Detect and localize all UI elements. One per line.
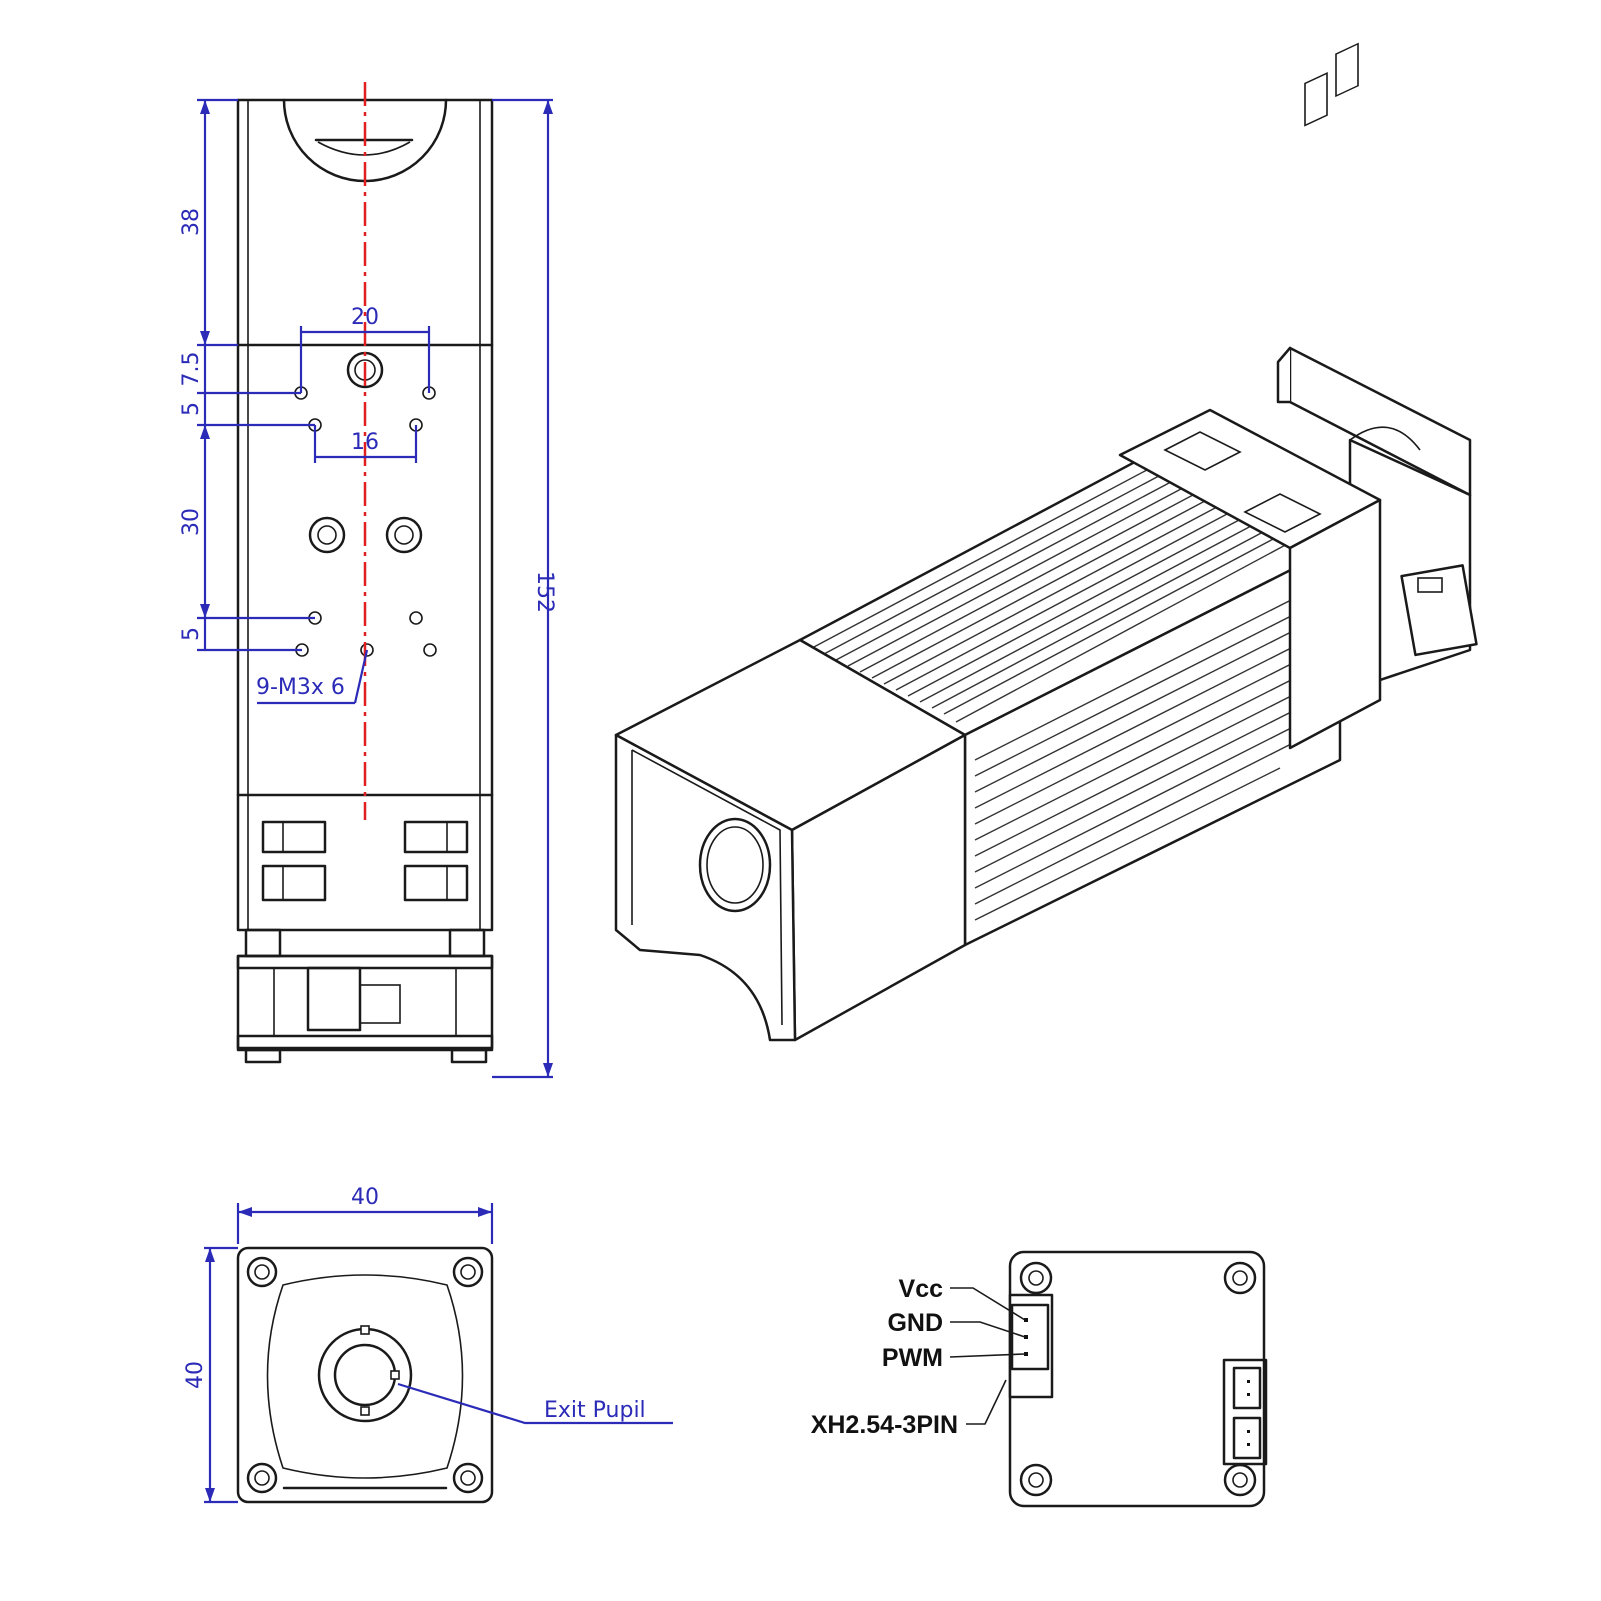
- pin-label-gnd: GND: [887, 1309, 943, 1337]
- dim-30: 30: [179, 508, 204, 536]
- hole-callout: 9-M3x 6: [256, 675, 345, 700]
- dim-height-40: 40: [183, 1361, 208, 1389]
- dim-5-top: 5: [179, 402, 204, 416]
- connector-type-label: XH2.54-3PIN: [811, 1411, 958, 1439]
- xh-connector: [1008, 1293, 1054, 1399]
- dim-width-40: 40: [351, 1185, 379, 1210]
- front-view: 152 38 7.5 5 30 5 20: [179, 82, 557, 1079]
- isometric-view: [614, 42, 1478, 1042]
- pin-label-pwm: PWM: [882, 1344, 943, 1372]
- dim-16: 16: [351, 430, 379, 455]
- pin-label-vcc: Vcc: [899, 1275, 944, 1303]
- end-view-screws: [246, 1256, 484, 1494]
- dim-38: 38: [179, 208, 204, 236]
- iso-lens-housing: [614, 638, 967, 1042]
- board-screws: [1019, 1261, 1257, 1497]
- exit-pupil-label: Exit Pupil: [544, 1398, 646, 1423]
- side-connectors: [1222, 1358, 1268, 1466]
- exit-pupil-lens: [317, 1325, 413, 1423]
- dim-7-5: 7.5: [179, 352, 204, 387]
- end-view-outline: [236, 1246, 494, 1504]
- connector-view: Vcc GND PWM XH2.54-3PIN: [811, 1250, 1268, 1508]
- end-view: 40 40 Exit Pupil: [183, 1185, 673, 1504]
- iso-lens: [698, 817, 772, 913]
- front-dimensions: 152 38 7.5 5 30 5 20: [179, 98, 557, 1079]
- dim-20: 20: [351, 305, 379, 330]
- vent-grille-front: [261, 820, 469, 902]
- iso-vent-collar: [1118, 42, 1382, 750]
- heatsink-fins-top: [811, 462, 1305, 723]
- heatsink-fins-side: [974, 597, 1296, 921]
- cooling-fan-side: [236, 928, 494, 1064]
- dim-5-bottom: 5: [179, 627, 204, 641]
- dim-152: 152: [532, 571, 557, 613]
- exit-pupil-leader: [397, 1382, 673, 1425]
